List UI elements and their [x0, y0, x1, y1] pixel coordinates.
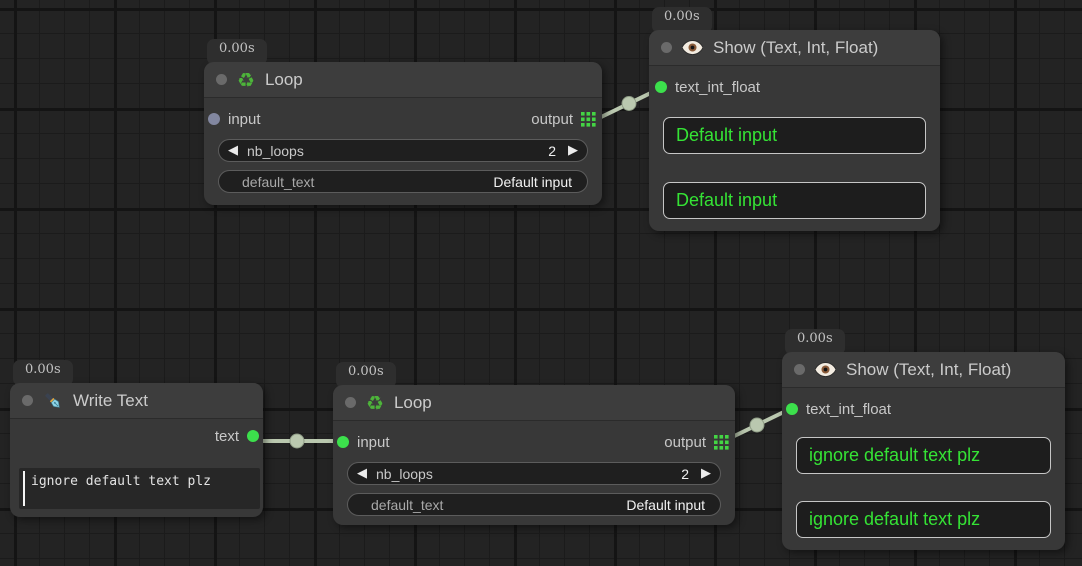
- recycle-icon: ♻: [237, 67, 255, 92]
- input-slot[interactable]: text_int_float: [786, 401, 891, 418]
- widget-label: default_text: [371, 496, 444, 513]
- output-slot[interactable]: output: [664, 434, 729, 451]
- decrement-arrow-icon[interactable]: ◀: [228, 143, 238, 158]
- show-text-box[interactable]: Default input: [663, 117, 926, 154]
- execution-time-badge: 0.00s: [785, 329, 845, 355]
- nb-loops-stepper[interactable]: ◀ nb_loops 2 ▶: [347, 462, 721, 485]
- text-cursor: [23, 471, 25, 506]
- node-title: Show (Text, Int, Float): [846, 359, 1012, 379]
- execution-time-badge: 0.00s: [13, 360, 73, 386]
- increment-arrow-icon[interactable]: ▶: [568, 143, 578, 158]
- eye-icon: [815, 362, 836, 377]
- widget-label: default_text: [242, 173, 315, 190]
- node-loop-bottom[interactable]: 0.00s ♻ Loop input output: [333, 362, 735, 525]
- node-header[interactable]: Show (Text, Int, Float): [782, 352, 1065, 388]
- input-slot[interactable]: input: [337, 434, 390, 451]
- node-write-text[interactable]: 0.00s Write Text text ignore de: [10, 360, 263, 517]
- default-text-widget[interactable]: default_text Default input: [218, 170, 588, 193]
- default-text-widget[interactable]: default_text Default input: [347, 493, 721, 516]
- node-title: Loop: [264, 69, 303, 89]
- input-slot-dot[interactable]: [208, 113, 220, 125]
- collapse-dot[interactable]: [794, 364, 805, 375]
- output-slot-label: text: [214, 427, 239, 445]
- collapse-dot[interactable]: [216, 74, 227, 85]
- widget-value[interactable]: Default input: [493, 173, 572, 190]
- input-slot-label: input: [228, 110, 261, 128]
- output-slot-dot[interactable]: [247, 430, 259, 442]
- node-title: Show (Text, Int, Float): [713, 37, 879, 57]
- node-header[interactable]: Write Text: [10, 383, 263, 419]
- input-slot-label: input: [357, 433, 390, 451]
- widget-value[interactable]: 2: [681, 465, 689, 482]
- node-show-bottom[interactable]: 0.00s Show (Text, Int, Float) text_int_f…: [782, 329, 1065, 550]
- increment-arrow-icon[interactable]: ▶: [701, 466, 711, 481]
- execution-time-badge: 0.00s: [336, 362, 396, 388]
- execution-time-badge: 0.00s: [207, 39, 267, 65]
- output-slot-label: output: [664, 433, 706, 451]
- collapse-dot[interactable]: [345, 397, 356, 408]
- input-slot[interactable]: text_int_float: [655, 79, 760, 96]
- node-loop-top[interactable]: 0.00s ♻ Loop input output: [204, 39, 602, 205]
- recycle-icon: ♻: [366, 390, 384, 415]
- text-input-area[interactable]: ignore default text plz: [19, 468, 260, 509]
- output-slot[interactable]: text: [215, 428, 259, 445]
- input-slot[interactable]: input: [208, 111, 261, 128]
- widget-label: nb_loops: [376, 465, 433, 482]
- eye-icon: [682, 40, 703, 55]
- decrement-arrow-icon[interactable]: ◀: [357, 466, 367, 481]
- node-title: Loop: [393, 392, 432, 412]
- input-slot-dot[interactable]: [337, 436, 349, 448]
- pen-nib-icon: [45, 392, 60, 408]
- widget-label: nb_loops: [247, 142, 304, 159]
- nb-loops-stepper[interactable]: ◀ nb_loops 2 ▶: [218, 139, 588, 162]
- node-title: Write Text: [73, 390, 148, 410]
- node-header[interactable]: ♻ Loop: [204, 62, 602, 98]
- output-slot[interactable]: output: [531, 111, 596, 128]
- collapse-dot[interactable]: [22, 395, 33, 406]
- grid-output-icon[interactable]: [581, 111, 596, 127]
- text-input-value: ignore default text plz: [31, 474, 212, 489]
- collapse-dot[interactable]: [661, 42, 672, 53]
- output-slot-label: output: [531, 110, 573, 128]
- node-show-top[interactable]: 0.00s Show (Text, Int, Float) text_int_f…: [649, 7, 940, 231]
- input-slot-label: text_int_float: [806, 400, 892, 418]
- grid-output-icon[interactable]: [714, 434, 729, 450]
- input-slot-dot[interactable]: [786, 403, 798, 415]
- input-slot-dot[interactable]: [655, 81, 667, 93]
- node-header[interactable]: Show (Text, Int, Float): [649, 30, 940, 66]
- widget-value[interactable]: Default input: [626, 496, 705, 513]
- widget-value[interactable]: 2: [548, 142, 556, 159]
- show-text-box[interactable]: ignore default text plz: [796, 501, 1051, 538]
- input-slot-label: text_int_float: [675, 78, 761, 96]
- node-header[interactable]: ♻ Loop: [333, 385, 735, 421]
- show-text-box[interactable]: ignore default text plz: [796, 437, 1051, 474]
- show-text-box[interactable]: Default input: [663, 182, 926, 219]
- execution-time-badge: 0.00s: [652, 7, 712, 33]
